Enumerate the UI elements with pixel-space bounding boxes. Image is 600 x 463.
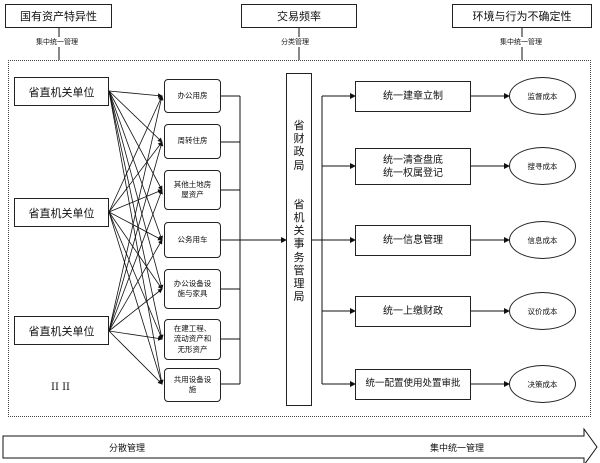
action-label: 统一配置使用处置审批 <box>365 378 461 390</box>
asset-label: 办公用房 <box>177 90 208 100</box>
bottom-label-decentralized: 分散管理 <box>109 444 146 454</box>
unit-label: 省直机关单位 <box>28 206 95 220</box>
bureau-action-links <box>312 93 356 387</box>
action-box: 统一建章立制 <box>355 81 471 112</box>
unit-asset-link <box>108 90 163 241</box>
unit-asset-link <box>108 211 163 241</box>
unit-box: 省直机关单位 <box>14 316 109 345</box>
unit-asset-link <box>108 239 163 332</box>
action-label: 统一上缴财政 <box>383 306 443 317</box>
unit-box: 省直机关单位 <box>14 77 109 106</box>
unit-asset-link <box>108 141 163 213</box>
top-box-label: 交易频率 <box>277 10 321 23</box>
asset-label: 办公设备设 施与家具 <box>173 278 212 298</box>
top-box-transaction-frequency: 交易频率 <box>241 4 357 28</box>
cost-oval: 信息成本 <box>509 221 576 259</box>
outer-frame <box>8 60 591 417</box>
note-centralized: 集中统一管理 <box>36 37 78 47</box>
cost-label: 监督成本 <box>527 91 558 101</box>
asset-label: 共用设备设 施 <box>173 374 212 394</box>
finance-bureau-label: 省 财 政 局 <box>293 119 305 172</box>
action-label: 统一建章立制 <box>383 91 443 102</box>
cost-oval: 搜寻成本 <box>509 147 576 185</box>
cost-label: 决策成本 <box>527 379 558 389</box>
action-label: 统一信息管理 <box>383 235 443 246</box>
action-label: 统一清查盘底 统一权属登记 <box>383 154 443 179</box>
unit-asset-link <box>108 95 163 213</box>
action-box: 统一清查盘底 统一权属登记 <box>355 148 471 185</box>
bottom-label-centralized: 集中统一管理 <box>430 444 485 454</box>
asset-label: 其他土地房 屋资产 <box>173 179 212 199</box>
cost-oval: 议价成本 <box>509 292 576 330</box>
bottom-arrow <box>2 427 598 463</box>
action-box: 统一信息管理 <box>355 225 471 256</box>
asset-box: 办公用房 <box>164 79 221 113</box>
unit-box: 省直机关单位 <box>14 198 109 227</box>
cost-label: 议价成本 <box>527 306 558 316</box>
asset-box: 公务用车 <box>164 222 221 258</box>
unit-asset-link <box>108 288 163 332</box>
asset-box: 在建工程、 流动资产和 无形资产 <box>164 319 221 360</box>
action-box: 统一配置使用处置审批 <box>355 369 471 400</box>
unit-asset-link <box>108 211 163 290</box>
top-box-uncertainty: 环境与行为不确定性 <box>452 4 592 28</box>
unit-asset-link <box>108 90 163 99</box>
unit-label: 省直机关单位 <box>28 324 95 338</box>
note-classified: 分类管理 <box>281 37 309 47</box>
asset-box: 共用设备设 施 <box>164 368 221 402</box>
unit-asset-links <box>108 90 164 385</box>
cost-oval: 决策成本 <box>509 365 576 403</box>
asset-label: 在建工程、 流动资产和 无形资产 <box>173 324 212 354</box>
roman-numeral-mark: II II <box>51 382 70 393</box>
action-cost-links <box>471 93 510 387</box>
cost-label: 信息成本 <box>527 235 558 245</box>
asset-label: 公务用车 <box>177 234 208 244</box>
asset-box: 办公设备设 施与家具 <box>164 269 221 309</box>
unit-asset-link <box>108 189 163 213</box>
top-box-asset-specificity: 国有资产特异性 <box>5 4 112 28</box>
cost-oval: 监督成本 <box>509 77 576 115</box>
unit-asset-link <box>108 189 163 332</box>
asset-box: 周转住房 <box>164 124 221 159</box>
unit-asset-link <box>108 330 163 385</box>
unit-asset-link <box>108 211 163 340</box>
note-centralized: 集中统一管理 <box>500 37 542 47</box>
unit-asset-link <box>108 95 164 332</box>
affairs-bureau-label: 省 机 关 事 务 管 理 局 <box>293 197 305 304</box>
unit-label: 省直机关单位 <box>28 85 95 99</box>
asset-bureau-links <box>221 95 287 385</box>
cost-label: 搜寻成本 <box>527 161 558 171</box>
unit-asset-link <box>108 330 163 341</box>
unit-asset-link <box>108 141 164 332</box>
action-box: 统一上缴财政 <box>355 296 471 327</box>
unit-asset-link <box>108 90 164 290</box>
unit-asset-link <box>108 211 164 385</box>
asset-label: 周转住房 <box>177 136 208 146</box>
bureau-box: 省 财 政 局 省 机 关 事 务 管 理 局 <box>286 73 312 406</box>
asset-box: 其他土地房 屋资产 <box>164 170 221 210</box>
top-box-label: 环境与行为不确定性 <box>472 10 572 23</box>
top-box-label: 国有资产特异性 <box>20 10 97 23</box>
